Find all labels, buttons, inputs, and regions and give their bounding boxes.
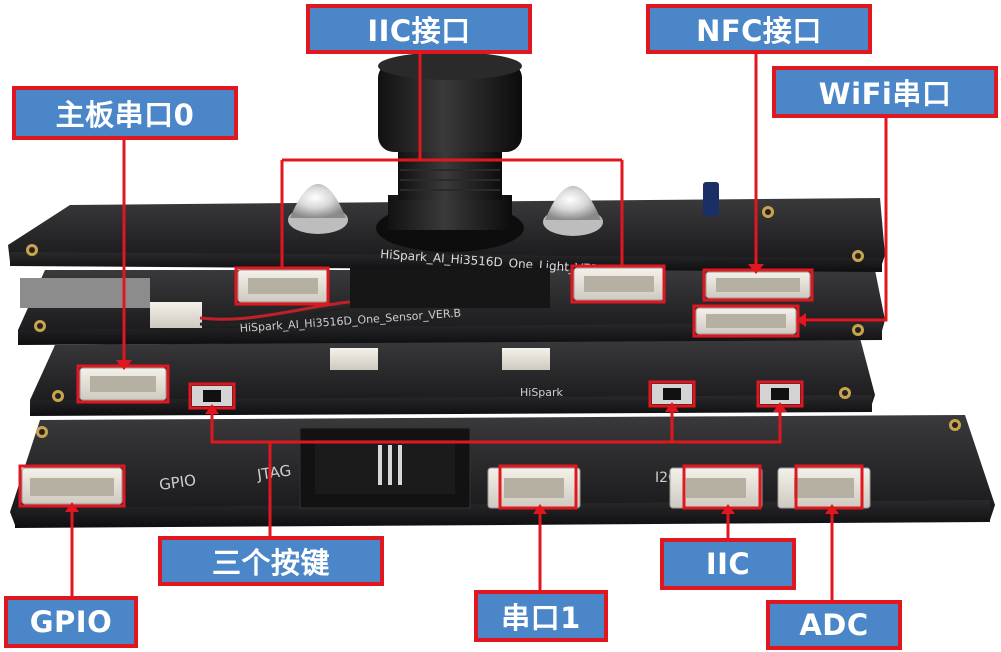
gpio-connector [21,467,123,505]
ir-led-left [288,184,348,234]
sd-card-slot [20,278,150,308]
small-connector [330,348,378,370]
button-left [192,386,232,406]
iic-top-right-connector [573,267,665,301]
brand-silk-label: HiSpark [520,386,564,399]
label-iic: IIC [660,538,796,590]
label-adc: ADC [766,600,902,650]
iic-top-left-connector [237,269,329,303]
callout-arrowheads [65,264,839,514]
camera-lens [350,52,550,308]
label-main-serial0: 主板串口0 [12,86,238,140]
ir-led-right [543,186,603,236]
label-wifi-serial: WiFi串口 [772,66,998,118]
main-serial0-connector [79,367,167,401]
cable-connector [150,302,202,328]
third-board: HiSpark [30,338,875,416]
button-middle [652,384,692,404]
label-gpio: GPIO [4,596,138,648]
small-connector [502,348,550,370]
bottom-board: JTAG GPIO I2C6 [10,415,995,528]
button-right [760,384,800,404]
jtag-header [299,427,471,509]
label-iic-port-top: IIC接口 [306,4,532,54]
adc-connector [777,467,871,509]
nfc-connector [705,271,811,299]
label-three-buttons: 三个按键 [158,536,384,586]
lens-base [350,268,550,308]
iic-connector [669,467,763,509]
blue-button-post [703,182,719,216]
serial1-connector [487,467,581,509]
wifi-serial-connector [695,307,797,335]
jtag-silk-label: JTAG [255,461,292,484]
label-nfc-port: NFC接口 [646,4,872,54]
top-board: HiSpark_AI_Hi3516D_One_Light_VER.B [8,182,885,303]
label-serial1: 串口1 [474,590,608,642]
gpio-silk-label: GPIO [158,471,197,494]
